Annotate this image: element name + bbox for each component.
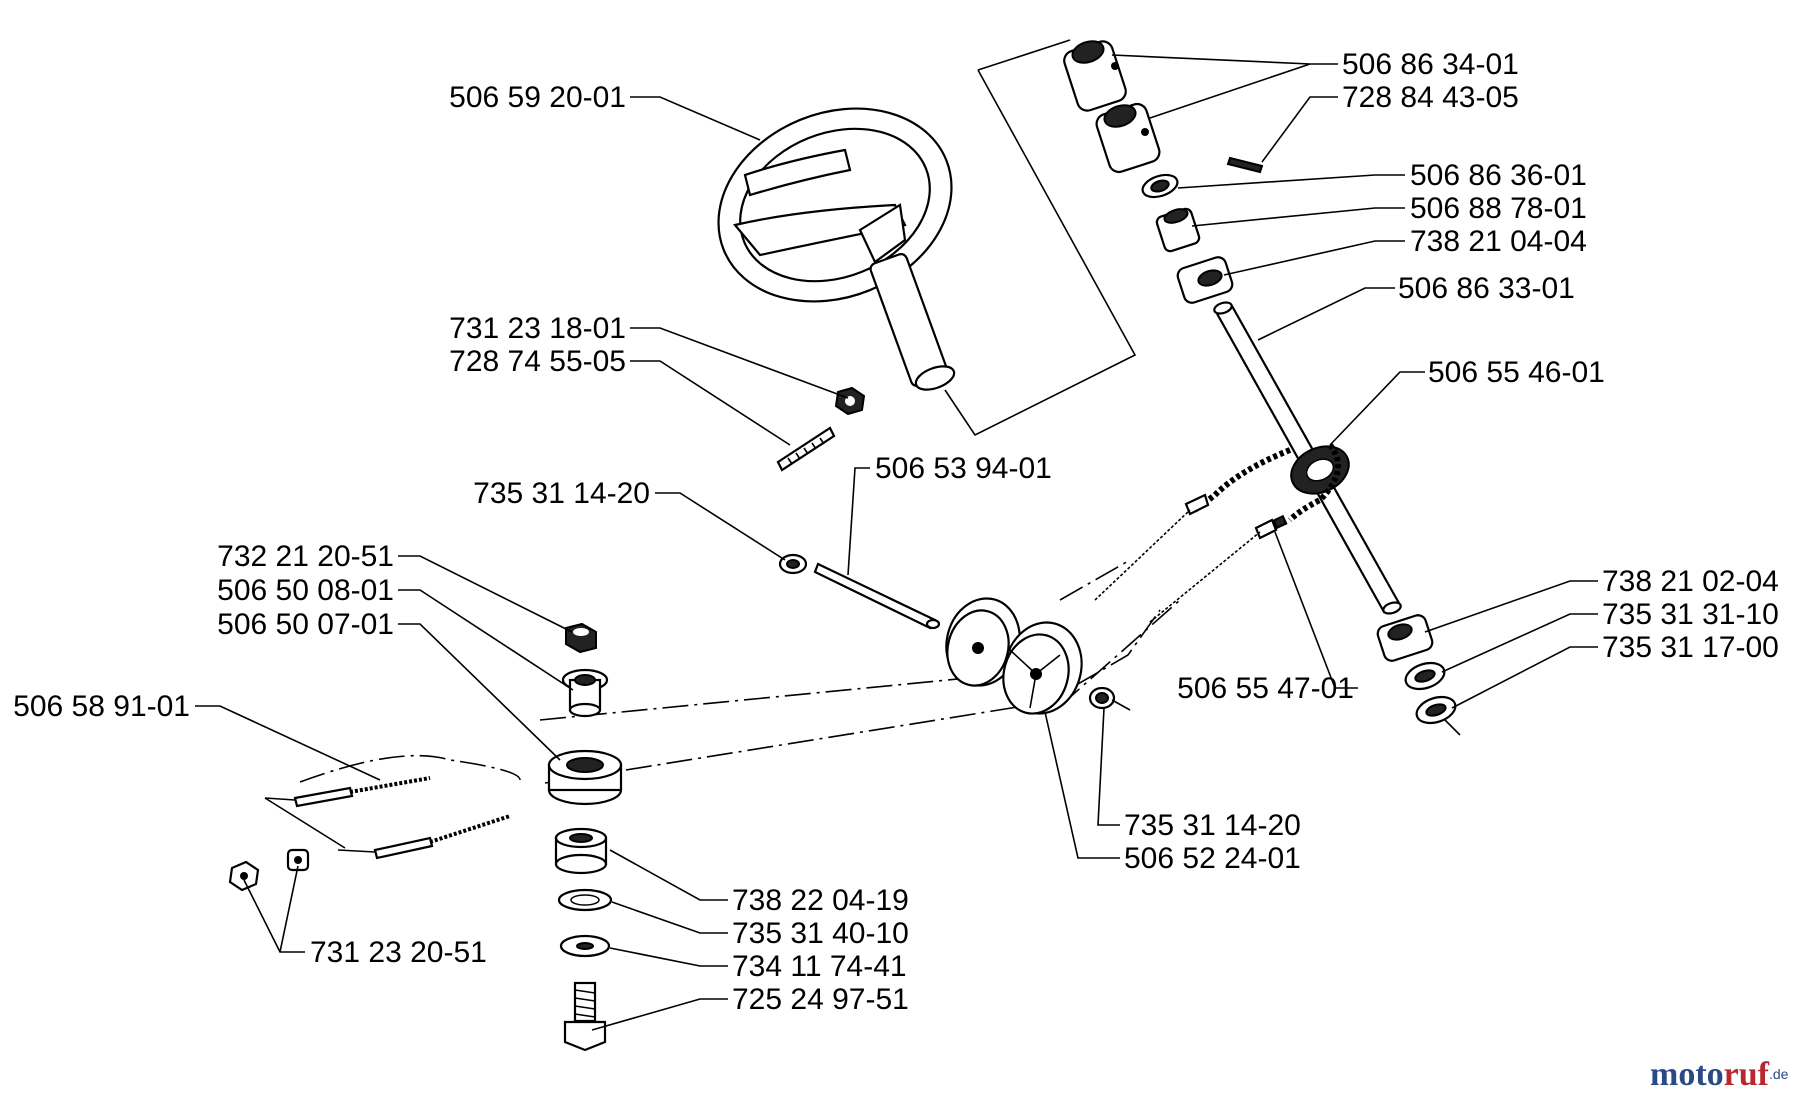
upper-screw-part: [776, 426, 836, 472]
cable-part: [264, 776, 511, 860]
label-pulley-lower: 506 50 07-01: [217, 608, 394, 641]
label-circlip-bottom-b: 735 31 17-00: [1602, 631, 1779, 664]
label-pulleys: 506 52 24-01: [1124, 842, 1301, 875]
leader-lines: [195, 54, 1598, 1031]
label-chain: 506 55 47-01: [1177, 672, 1354, 705]
washer-lower-part: [559, 934, 611, 958]
watermark-tld: .de: [1769, 1066, 1789, 1082]
chain-part: [1184, 443, 1341, 540]
label-bearing-bottom: 738 21 02-04: [1602, 565, 1779, 598]
watermark-brand-a: moto: [1650, 1056, 1724, 1093]
label-steering-wheel: 506 59 20-01: [449, 81, 626, 114]
nut-pulley-part: [565, 622, 597, 654]
column-bushing-part: [1063, 40, 1161, 174]
set-screw-part: [1226, 156, 1264, 174]
rod-part: [813, 562, 941, 630]
nuts-cable-part: [228, 848, 310, 892]
part-labels: 506 59 20-01 731 23 18-01 728 74 55-05 7…: [13, 48, 1779, 1016]
circlip-bottom-a-part: [1404, 661, 1446, 691]
label-set-screw: 728 84 43-05: [1342, 81, 1519, 114]
label-circlip-rod: 735 31 14-20: [473, 477, 650, 510]
label-bearing-col: 738 21 04-04: [1410, 225, 1587, 258]
label-nut-pulley: 732 21 20-51: [217, 540, 394, 573]
bushing-part: [561, 668, 609, 718]
circlip-pulleys-part: [1088, 686, 1131, 711]
label-rod: 506 53 94-01: [875, 452, 1052, 485]
label-shaft: 506 86 33-01: [1398, 272, 1575, 305]
label-circlip-lower: 735 31 40-10: [732, 917, 909, 950]
label-screw-upper: 728 74 55-05: [449, 345, 626, 378]
sleeve-col-part: [1155, 207, 1201, 253]
bearing-col-part: [1176, 256, 1234, 304]
label-sprocket: 506 55 46-01: [1428, 356, 1605, 389]
svg-text:motoruf.de: motoruf.de: [1650, 1056, 1789, 1093]
label-circlip-pulleys: 735 31 14-20: [1124, 809, 1301, 842]
label-washer-col: 506 86 36-01: [1410, 159, 1587, 192]
label-nuts-cable: 731 23 20-51: [310, 936, 487, 969]
label-bearing-lower: 738 22 04-19: [732, 884, 909, 917]
circlip-rod-part: [778, 553, 808, 575]
label-nut-upper: 731 23 18-01: [449, 312, 626, 345]
watermark-logo: motoruf.de: [1650, 1056, 1789, 1093]
watermark-brand-b: ruf: [1724, 1056, 1770, 1093]
label-sleeve-col: 506 88 78-01: [1410, 192, 1587, 225]
cable-lower: [1149, 531, 1261, 623]
label-bushing: 506 50 08-01: [217, 574, 394, 607]
circlip-lower-part: [557, 888, 613, 912]
pulley-lower-part: [547, 749, 623, 806]
pulleys-part: [945, 597, 1083, 715]
label-column-bushing: 506 86 34-01: [1342, 48, 1519, 81]
label-cable: 506 58 91-01: [13, 690, 190, 723]
label-bolt-lower: 725 24 97-51: [732, 983, 909, 1016]
bearing-lower-part: [554, 827, 608, 875]
cable-upper: [1094, 509, 1191, 601]
label-circlip-bottom-a: 735 31 31-10: [1602, 598, 1779, 631]
circlip-bottom-b-part: [1415, 695, 1461, 736]
upper-nut-part: [834, 386, 866, 416]
washer-col-part: [1141, 173, 1179, 199]
bearing-bottom-part: [1376, 614, 1434, 662]
bolt-lower-part: [563, 981, 607, 1052]
assembly-frame: [944, 39, 1137, 437]
steering-wheel-part: [717, 107, 956, 391]
label-washer-lower: 734 11 74-41: [732, 950, 907, 983]
